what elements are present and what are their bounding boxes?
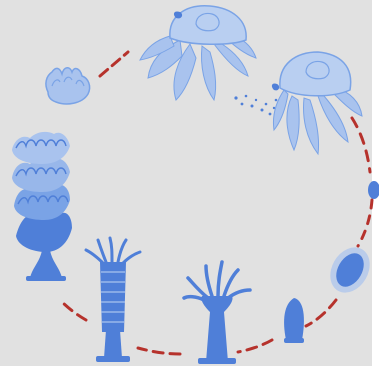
medusa-adult-right (273, 52, 362, 154)
settled-polyp (284, 298, 304, 343)
strobila-budding-ephyrae (12, 132, 72, 281)
egg-drop-icon (272, 83, 279, 90)
scyphistoma-base (198, 358, 236, 364)
arrow-medusa-to-egg (352, 118, 370, 172)
strobila-stalk (104, 330, 122, 358)
scyphistoma-stalk (201, 296, 232, 362)
strobila-tentacles (86, 238, 140, 264)
arrow-strobila-to-budding (60, 300, 86, 320)
budding-disc-4 (12, 132, 70, 164)
arrow-larva-to-polyp (306, 300, 336, 326)
arrow-scyphistoma-to-strobila (138, 348, 180, 354)
medusa-right-tentacles (273, 88, 362, 154)
arrow-egg-to-larva (358, 200, 372, 246)
arrow-polyp-to-scyphistoma (238, 340, 272, 352)
medusa-left-bell (170, 6, 246, 44)
medusa-right-bell (280, 52, 351, 96)
arrow-ephyra-to-medusa (100, 52, 128, 76)
ephyra (46, 68, 90, 104)
budding-foot-base (26, 276, 66, 281)
budding-foot (30, 250, 62, 278)
planula-larva (322, 240, 377, 300)
strobila-column (86, 238, 140, 362)
scyphistoma-tentacles (184, 262, 250, 300)
fertilized-egg (368, 181, 379, 199)
medusa-adult-left (140, 6, 256, 100)
scyphistoma (184, 262, 250, 364)
